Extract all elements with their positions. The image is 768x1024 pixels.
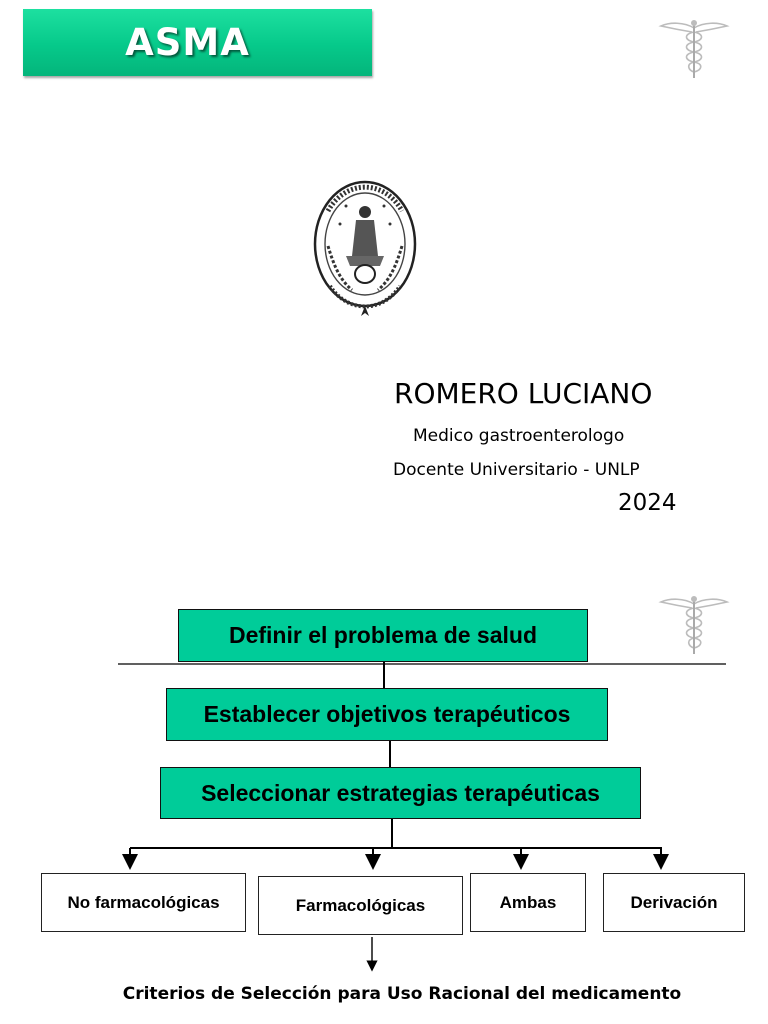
option-label: Farmacológicas [295,895,426,915]
option-derivacion: Derivación [603,873,745,932]
option-label: Ambas [499,892,557,912]
step-select-strategies: Seleccionar estrategias terapéuticas [160,767,641,819]
option-label: Derivación [630,892,718,912]
step-define-problem: Definir el problema de salud [178,609,588,662]
caduceus-icon [658,20,730,78]
option-label: No farmacológicas [67,892,220,912]
author-name: ROMERO LUCIANO [394,377,653,410]
caduceus-icon [658,596,730,654]
step-label: Definir el problema de salud [228,622,538,648]
title-banner: ASMA [23,9,372,76]
slide-title: ASMA [125,21,250,64]
university-seal-icon [313,180,417,316]
step-set-objectives: Establecer objetivos terapéuticos [166,688,608,741]
step-label: Seleccionar estrategias terapéuticas [201,779,600,806]
author-affiliation: Docente Universitario - UNLP [393,460,640,480]
option-ambas: Ambas [470,873,586,932]
option-no-farmacologicas: No farmacológicas [41,873,246,932]
option-farmacologicas: Farmacológicas [258,876,463,935]
criteria-caption: Criterios de Selección para Uso Racional… [122,984,682,1004]
author-year: 2024 [618,490,677,516]
author-role: Medico gastroenterologo [413,426,625,446]
flow-connectors [118,661,726,972]
step-label: Establecer objetivos terapéuticos [203,701,571,727]
